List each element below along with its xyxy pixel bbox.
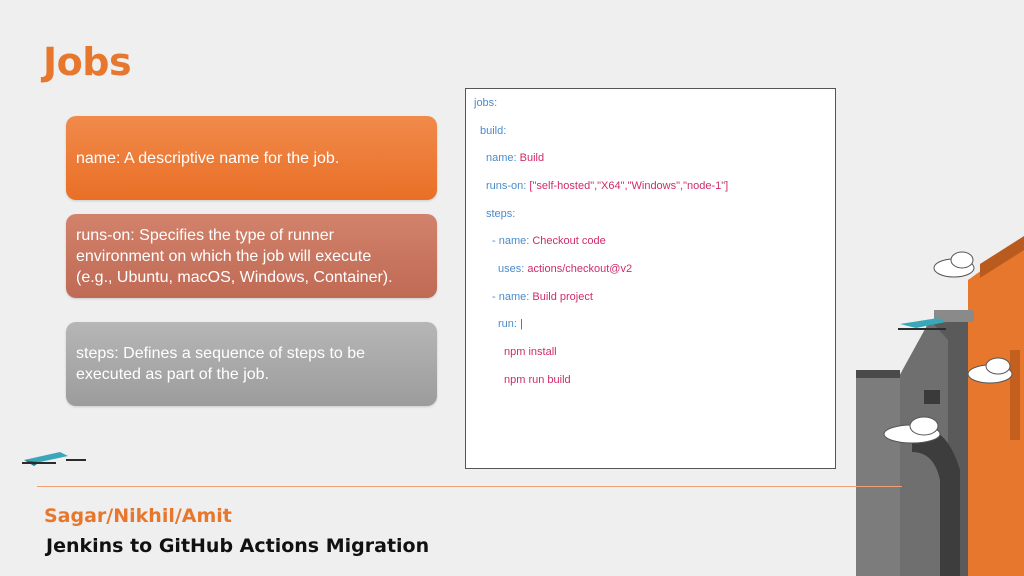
code-key: name: <box>486 152 517 164</box>
card-text: steps: Defines a sequence of steps to be… <box>76 343 365 385</box>
code-value: Checkout code <box>532 235 606 247</box>
card-line: executed as part of the job. <box>76 366 270 383</box>
code-line: - name: Build project <box>492 291 593 303</box>
code-key: build: <box>480 125 507 137</box>
card-line: runs-on: Specifies the type of runner <box>76 226 334 244</box>
cloud-icon <box>933 251 975 278</box>
card-runs-on: runs-on: Specifies the type of runner en… <box>66 214 437 298</box>
code-line: uses: actions/checkout@v2 <box>498 263 632 275</box>
code-key: steps: <box>486 208 516 220</box>
code-line: jobs: <box>474 97 497 109</box>
code-value: npm install <box>504 346 557 358</box>
card-text: name: A descriptive name for the job. <box>76 148 339 169</box>
code-value: ["self-hosted","X64","Windows","node-1"] <box>529 180 729 192</box>
code-line: npm run build <box>504 374 571 386</box>
yaml-code-box: jobs: build: name: Build runs-on: ["self… <box>465 88 836 469</box>
code-value: npm run build <box>504 374 571 386</box>
footer-authors: Sagar/Nikhil/Amit <box>44 505 232 527</box>
code-value: actions/checkout@v2 <box>527 263 633 275</box>
card-text: runs-on: Specifies the type of runner en… <box>76 225 393 288</box>
code-line: build: <box>480 125 506 137</box>
code-key: jobs: <box>474 97 498 109</box>
card-name: name: A descriptive name for the job. <box>66 116 437 200</box>
paper-plane-icon <box>22 452 86 466</box>
code-line: steps: <box>486 208 515 220</box>
code-value: Build project <box>532 291 593 303</box>
cloud-icon <box>883 416 941 444</box>
code-key: runs-on: <box>486 180 527 192</box>
card-line: (e.g., Ubuntu, macOS, Windows, Container… <box>76 268 393 286</box>
code-key: run: <box>498 318 517 330</box>
code-line: runs-on: ["self-hosted","X64","Windows",… <box>486 180 728 192</box>
code-key: uses: <box>498 263 525 275</box>
card-steps: steps: Defines a sequence of steps to be… <box>66 322 437 406</box>
cloud-icon <box>967 357 1013 384</box>
card-line: steps: Defines a sequence of steps to be <box>76 345 366 362</box>
code-line: name: Build <box>486 152 544 164</box>
card-line: environment on which the job will execut… <box>76 247 372 265</box>
footer-divider <box>37 486 902 487</box>
footer-title: Jenkins to GitHub Actions Migration <box>46 535 430 557</box>
code-key: - name: <box>492 235 530 247</box>
code-line: run: | <box>498 318 523 330</box>
code-value: | <box>520 318 523 330</box>
slide-title: Jobs <box>43 40 132 84</box>
code-value: Build <box>519 152 545 164</box>
code-key: - name: <box>492 291 530 303</box>
code-line: - name: Checkout code <box>492 235 606 247</box>
castle-illustration-icon <box>856 236 1024 576</box>
code-line: npm install <box>504 346 557 358</box>
card-line: name: A descriptive name for the job. <box>76 149 340 167</box>
